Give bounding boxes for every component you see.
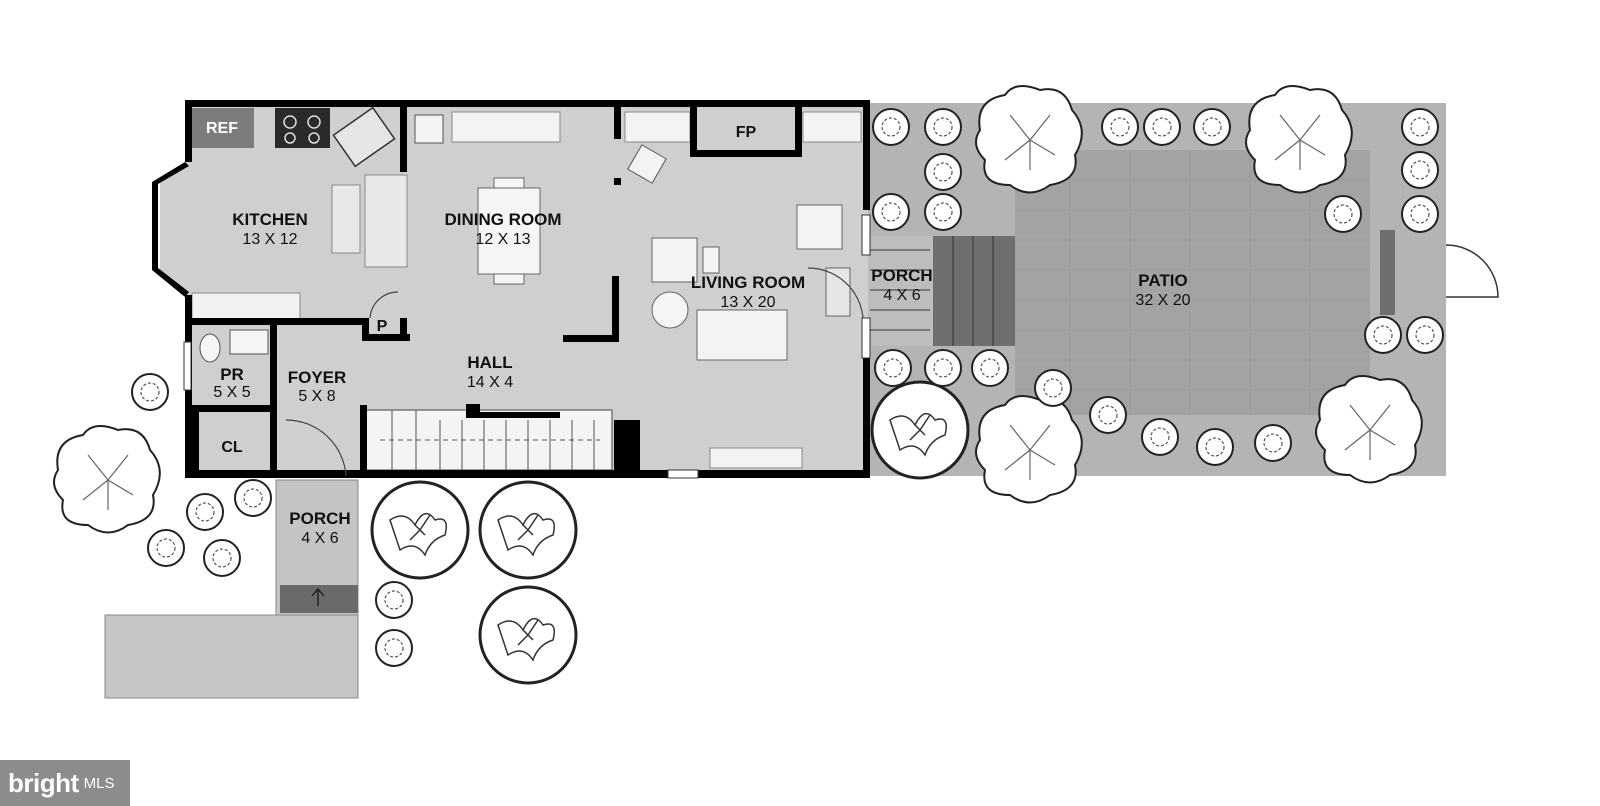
room-dims: 14 X 4 <box>467 374 513 391</box>
room-name: LIVING ROOM <box>691 273 805 292</box>
powder-room-fixtures <box>199 329 269 363</box>
window <box>861 214 871 256</box>
chair <box>493 273 525 285</box>
room-name: FOYER <box>288 368 347 387</box>
room-name: HALL <box>467 353 512 372</box>
staircase <box>365 409 613 471</box>
armchair <box>796 204 843 250</box>
range-stove <box>275 108 330 148</box>
patio-gate-step <box>1380 230 1395 315</box>
round-table <box>651 291 689 329</box>
rear-steps <box>933 236 1015 346</box>
window <box>183 341 192 391</box>
room-dims: 4 X 6 <box>301 530 338 547</box>
watermark-brand: bright <box>8 767 79 798</box>
window <box>861 317 871 359</box>
media-console <box>709 447 803 469</box>
room-dims: 13 X 20 <box>720 294 775 311</box>
front-walkway <box>104 479 359 699</box>
chair <box>493 177 525 189</box>
room-kitchen: KITCHEN 13 X 12 <box>232 210 308 248</box>
room-foyer: FOYER 5 X 8 <box>288 368 347 405</box>
burner-icon <box>284 132 296 144</box>
toilet <box>199 333 221 363</box>
room-dims: 32 X 20 <box>1135 292 1190 309</box>
chair <box>414 114 444 144</box>
room-name: KITCHEN <box>232 210 308 229</box>
up-arrow-icon <box>311 587 325 606</box>
armchair <box>651 237 698 283</box>
room-dims: 4 X 6 <box>883 287 920 304</box>
room-dims: 13 X 12 <box>242 231 297 248</box>
entry-bench <box>825 267 851 317</box>
pantry-label: P <box>377 318 388 335</box>
room-name: DINING ROOM <box>444 210 561 229</box>
kitchen-fixtures <box>191 106 408 320</box>
rear-door-swing <box>807 267 864 319</box>
accent-chair <box>627 144 667 184</box>
room-patio: PATIO 32 X 20 <box>1135 271 1190 309</box>
room-rear-porch: PORCH 4 X 6 <box>871 266 932 304</box>
front-door-swing <box>285 419 347 477</box>
window <box>667 469 699 479</box>
kitchen-base-cabinet <box>191 292 301 320</box>
room-dining: DINING ROOM 12 X 13 <box>444 210 561 248</box>
sofa <box>696 309 788 361</box>
burner-icon <box>308 132 320 144</box>
room-hall: HALL 14 X 4 <box>467 353 513 391</box>
room-living: LIVING ROOM 13 X 20 <box>691 273 805 311</box>
side-table <box>702 246 720 274</box>
room-name: PATIO <box>1138 271 1187 290</box>
room-name: PORCH <box>871 266 932 285</box>
vanity-sink <box>229 329 269 355</box>
fireplace-label: FP <box>736 124 757 141</box>
rear-porch-area <box>868 236 1015 346</box>
room-dims: 5 X 8 <box>298 388 335 405</box>
dining-table <box>477 187 541 275</box>
kitchen-sink <box>332 106 396 168</box>
built-in-shelf <box>802 111 862 143</box>
dining-fixtures <box>414 111 561 285</box>
ref-label: REF <box>206 120 238 137</box>
room-name: PR <box>220 365 244 384</box>
kitchen-counter <box>364 174 408 268</box>
closet-label: CL <box>221 439 243 456</box>
patio-gate-swing <box>1445 244 1499 298</box>
watermark-suffix: MLS <box>83 774 115 792</box>
burner-icon <box>283 115 297 129</box>
room-front-porch: PORCH 4 X 6 <box>289 509 350 547</box>
bright-mls-watermark: bright MLS <box>0 760 130 806</box>
refrigerator <box>192 108 254 148</box>
pantry-door-swing <box>369 291 399 319</box>
windows-doors <box>183 214 871 479</box>
burner-icon <box>307 115 321 129</box>
built-in-shelf <box>624 111 691 143</box>
room-dims: 12 X 13 <box>475 231 530 248</box>
room-powder: PR 5 X 5 <box>213 365 250 401</box>
room-dims: 5 X 5 <box>213 384 250 401</box>
room-name: PORCH <box>289 509 350 528</box>
kitchen-island <box>331 184 361 254</box>
living-fixtures <box>624 111 862 469</box>
sideboard <box>451 111 561 143</box>
